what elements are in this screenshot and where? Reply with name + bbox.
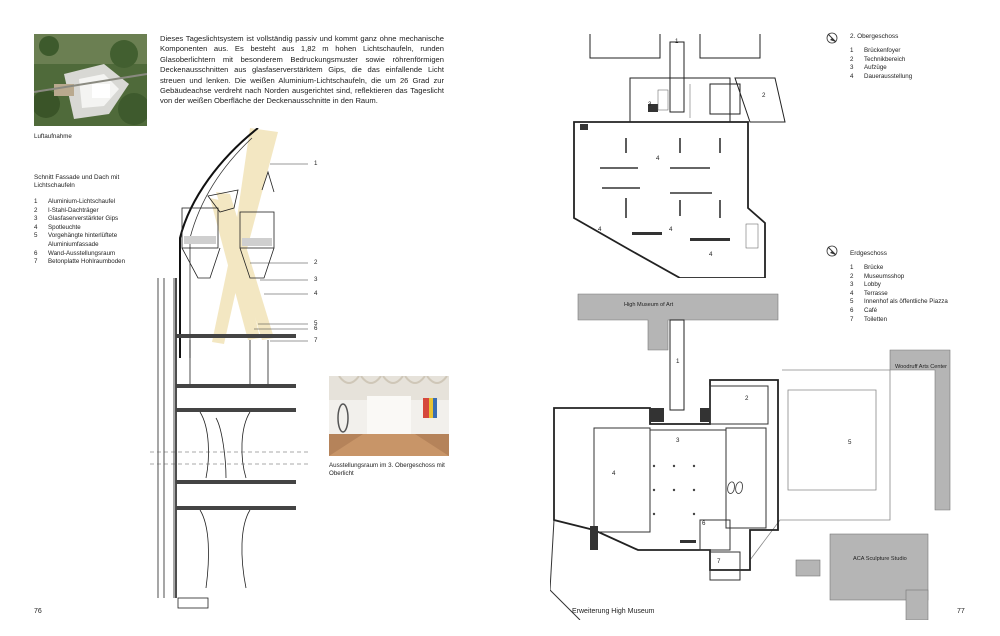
woodruff-label: Woodruff Arts Center [895, 364, 948, 370]
gallery-caption: Ausstellungsraum im 3. Obergeschoss mit … [329, 462, 445, 477]
section-number: 1 [314, 160, 318, 167]
plan-number: 1 [676, 358, 680, 365]
section-title: Schnitt Fassade und Dach mit Lichtschauf… [34, 174, 120, 190]
plan-number: 4 [656, 155, 660, 162]
high-museum-label: High Museum of Art [624, 302, 674, 308]
gallery-photo [329, 376, 449, 456]
ground-floor-plan [550, 293, 951, 620]
north-arrow-icon [826, 32, 838, 44]
plan-number: 2 [745, 395, 749, 402]
aerial-caption: Luftaufnahme [34, 133, 72, 140]
page-number-left: 76 [34, 608, 42, 615]
plan-number: 4 [709, 251, 713, 258]
aerial-photo [34, 34, 147, 126]
plan-number: 1 [675, 38, 679, 45]
plan-number: 3 [676, 437, 680, 444]
section-number: 6 [314, 325, 318, 332]
plan-number: 5 [848, 439, 852, 446]
section-number: 4 [314, 290, 318, 297]
section-number: 7 [314, 337, 318, 344]
plan-number: 6 [702, 520, 706, 527]
section-number: 5 [314, 320, 318, 327]
plan-number: 4 [598, 226, 602, 233]
facade-section-drawing [150, 128, 310, 609]
plan-number: 4 [612, 470, 616, 477]
section-number: 2 [314, 259, 318, 266]
page-number-right: 77 [957, 608, 965, 615]
upper-plan-title: 2. Obergeschoss [850, 33, 899, 40]
aca-studio-label: ACA Sculpture Studio [853, 556, 907, 562]
lower-plan-title: Erdgeschoss [850, 250, 887, 257]
north-arrow-icon [826, 245, 838, 257]
plan-number: 4 [669, 226, 673, 233]
upper-floor-plan [573, 34, 786, 278]
section-number: 3 [314, 276, 318, 283]
plan-number: 7 [717, 558, 721, 565]
plan-number: 3 [648, 101, 652, 108]
plan-number: 2 [762, 92, 766, 99]
body-paragraph: Dieses Tageslichtsystem ist vollständig … [160, 34, 444, 106]
running-footer: Erweiterung High Museum [572, 608, 655, 615]
